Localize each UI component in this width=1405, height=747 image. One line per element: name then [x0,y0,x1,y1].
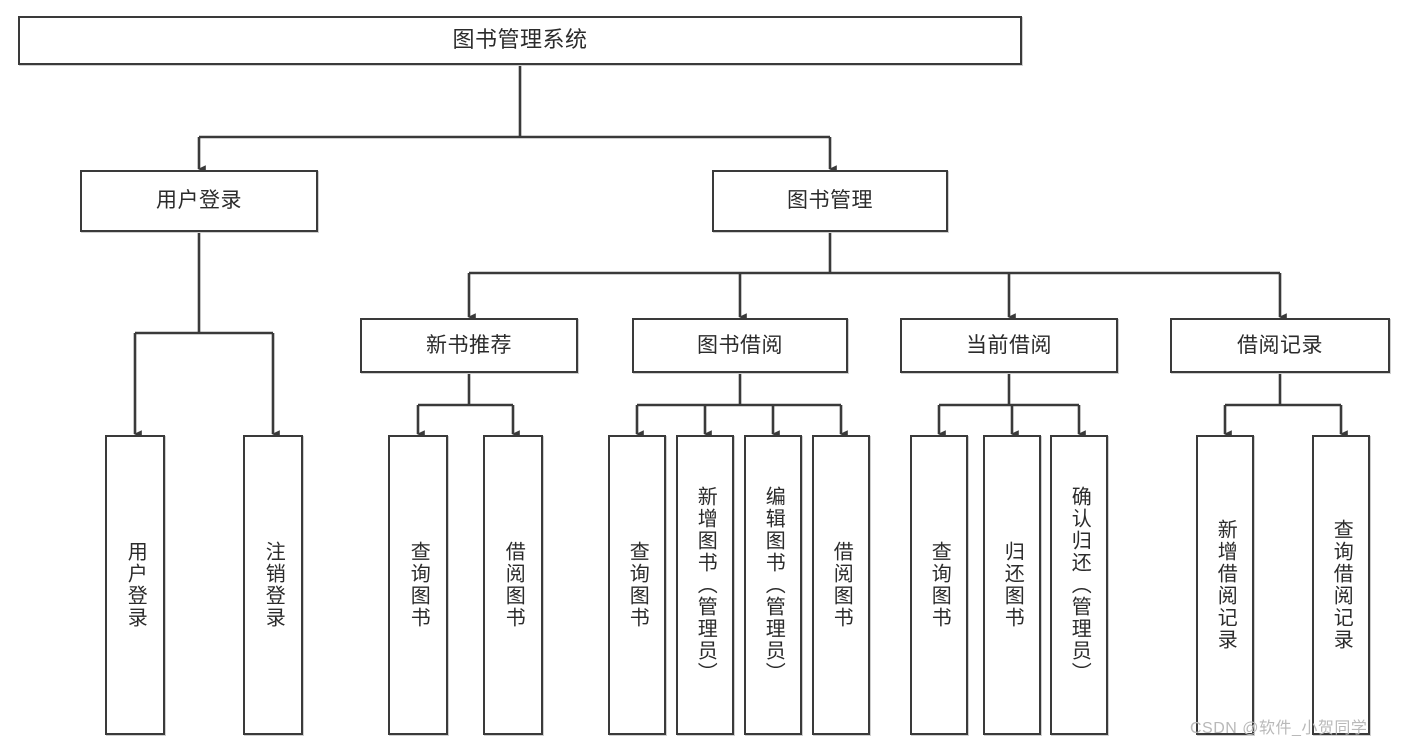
node-leaf_b_borrow[interactable]: 借阅图书 [812,435,870,735]
node-leaf_b_query[interactable]: 查询图书 [608,435,666,735]
node-label: 图书管理系统 [452,27,588,53]
node-user_login[interactable]: 用户登录 [80,170,318,232]
node-leaf_b_edit[interactable]: 编辑图书（管理员） [744,435,802,735]
node-leaf_new_query[interactable]: 查询图书 [388,435,448,735]
node-leaf_user_logout[interactable]: 注销登录 [243,435,303,735]
node-label: 编辑图书（管理员） [762,486,785,684]
node-label: 查询图书 [407,541,430,629]
node-leaf_b_add[interactable]: 新增图书（管理员） [676,435,734,735]
node-label: 图书借阅 [697,333,783,357]
node-leaf_r_add[interactable]: 新增借阅记录 [1196,435,1254,735]
node-current[interactable]: 当前借阅 [900,318,1118,373]
node-label: 借阅图书 [830,541,853,629]
node-label: 用户登录 [124,541,147,629]
node-label: 确认归还（管理员） [1068,486,1091,684]
node-label: 查询借阅记录 [1330,519,1353,651]
node-leaf_user_login[interactable]: 用户登录 [105,435,165,735]
node-label: 借阅记录 [1237,333,1323,357]
node-leaf_c_confirm[interactable]: 确认归还（管理员） [1050,435,1108,735]
node-label: 新书推荐 [426,333,512,357]
node-leaf_c_return[interactable]: 归还图书 [983,435,1041,735]
node-book_manage[interactable]: 图书管理 [712,170,948,232]
node-label: 借阅图书 [502,541,525,629]
node-borrow[interactable]: 图书借阅 [632,318,848,373]
node-root[interactable]: 图书管理系统 [18,16,1022,65]
node-leaf_r_query[interactable]: 查询借阅记录 [1312,435,1370,735]
watermark-text: CSDN @软件_小贺同学 [1190,720,1368,737]
node-leaf_new_borrow[interactable]: 借阅图书 [483,435,543,735]
node-records[interactable]: 借阅记录 [1170,318,1390,373]
node-label: 当前借阅 [966,333,1052,357]
node-label: 注销登录 [262,541,285,629]
node-label: 新增借阅记录 [1214,519,1237,651]
node-label: 图书管理 [787,189,873,213]
node-label: 归还图书 [1001,541,1024,629]
node-new_book[interactable]: 新书推荐 [360,318,578,373]
node-leaf_c_query[interactable]: 查询图书 [910,435,968,735]
node-label: 查询图书 [626,541,649,629]
node-label: 新增图书（管理员） [694,486,717,684]
node-label: 用户登录 [156,189,242,213]
node-label: 查询图书 [928,541,951,629]
